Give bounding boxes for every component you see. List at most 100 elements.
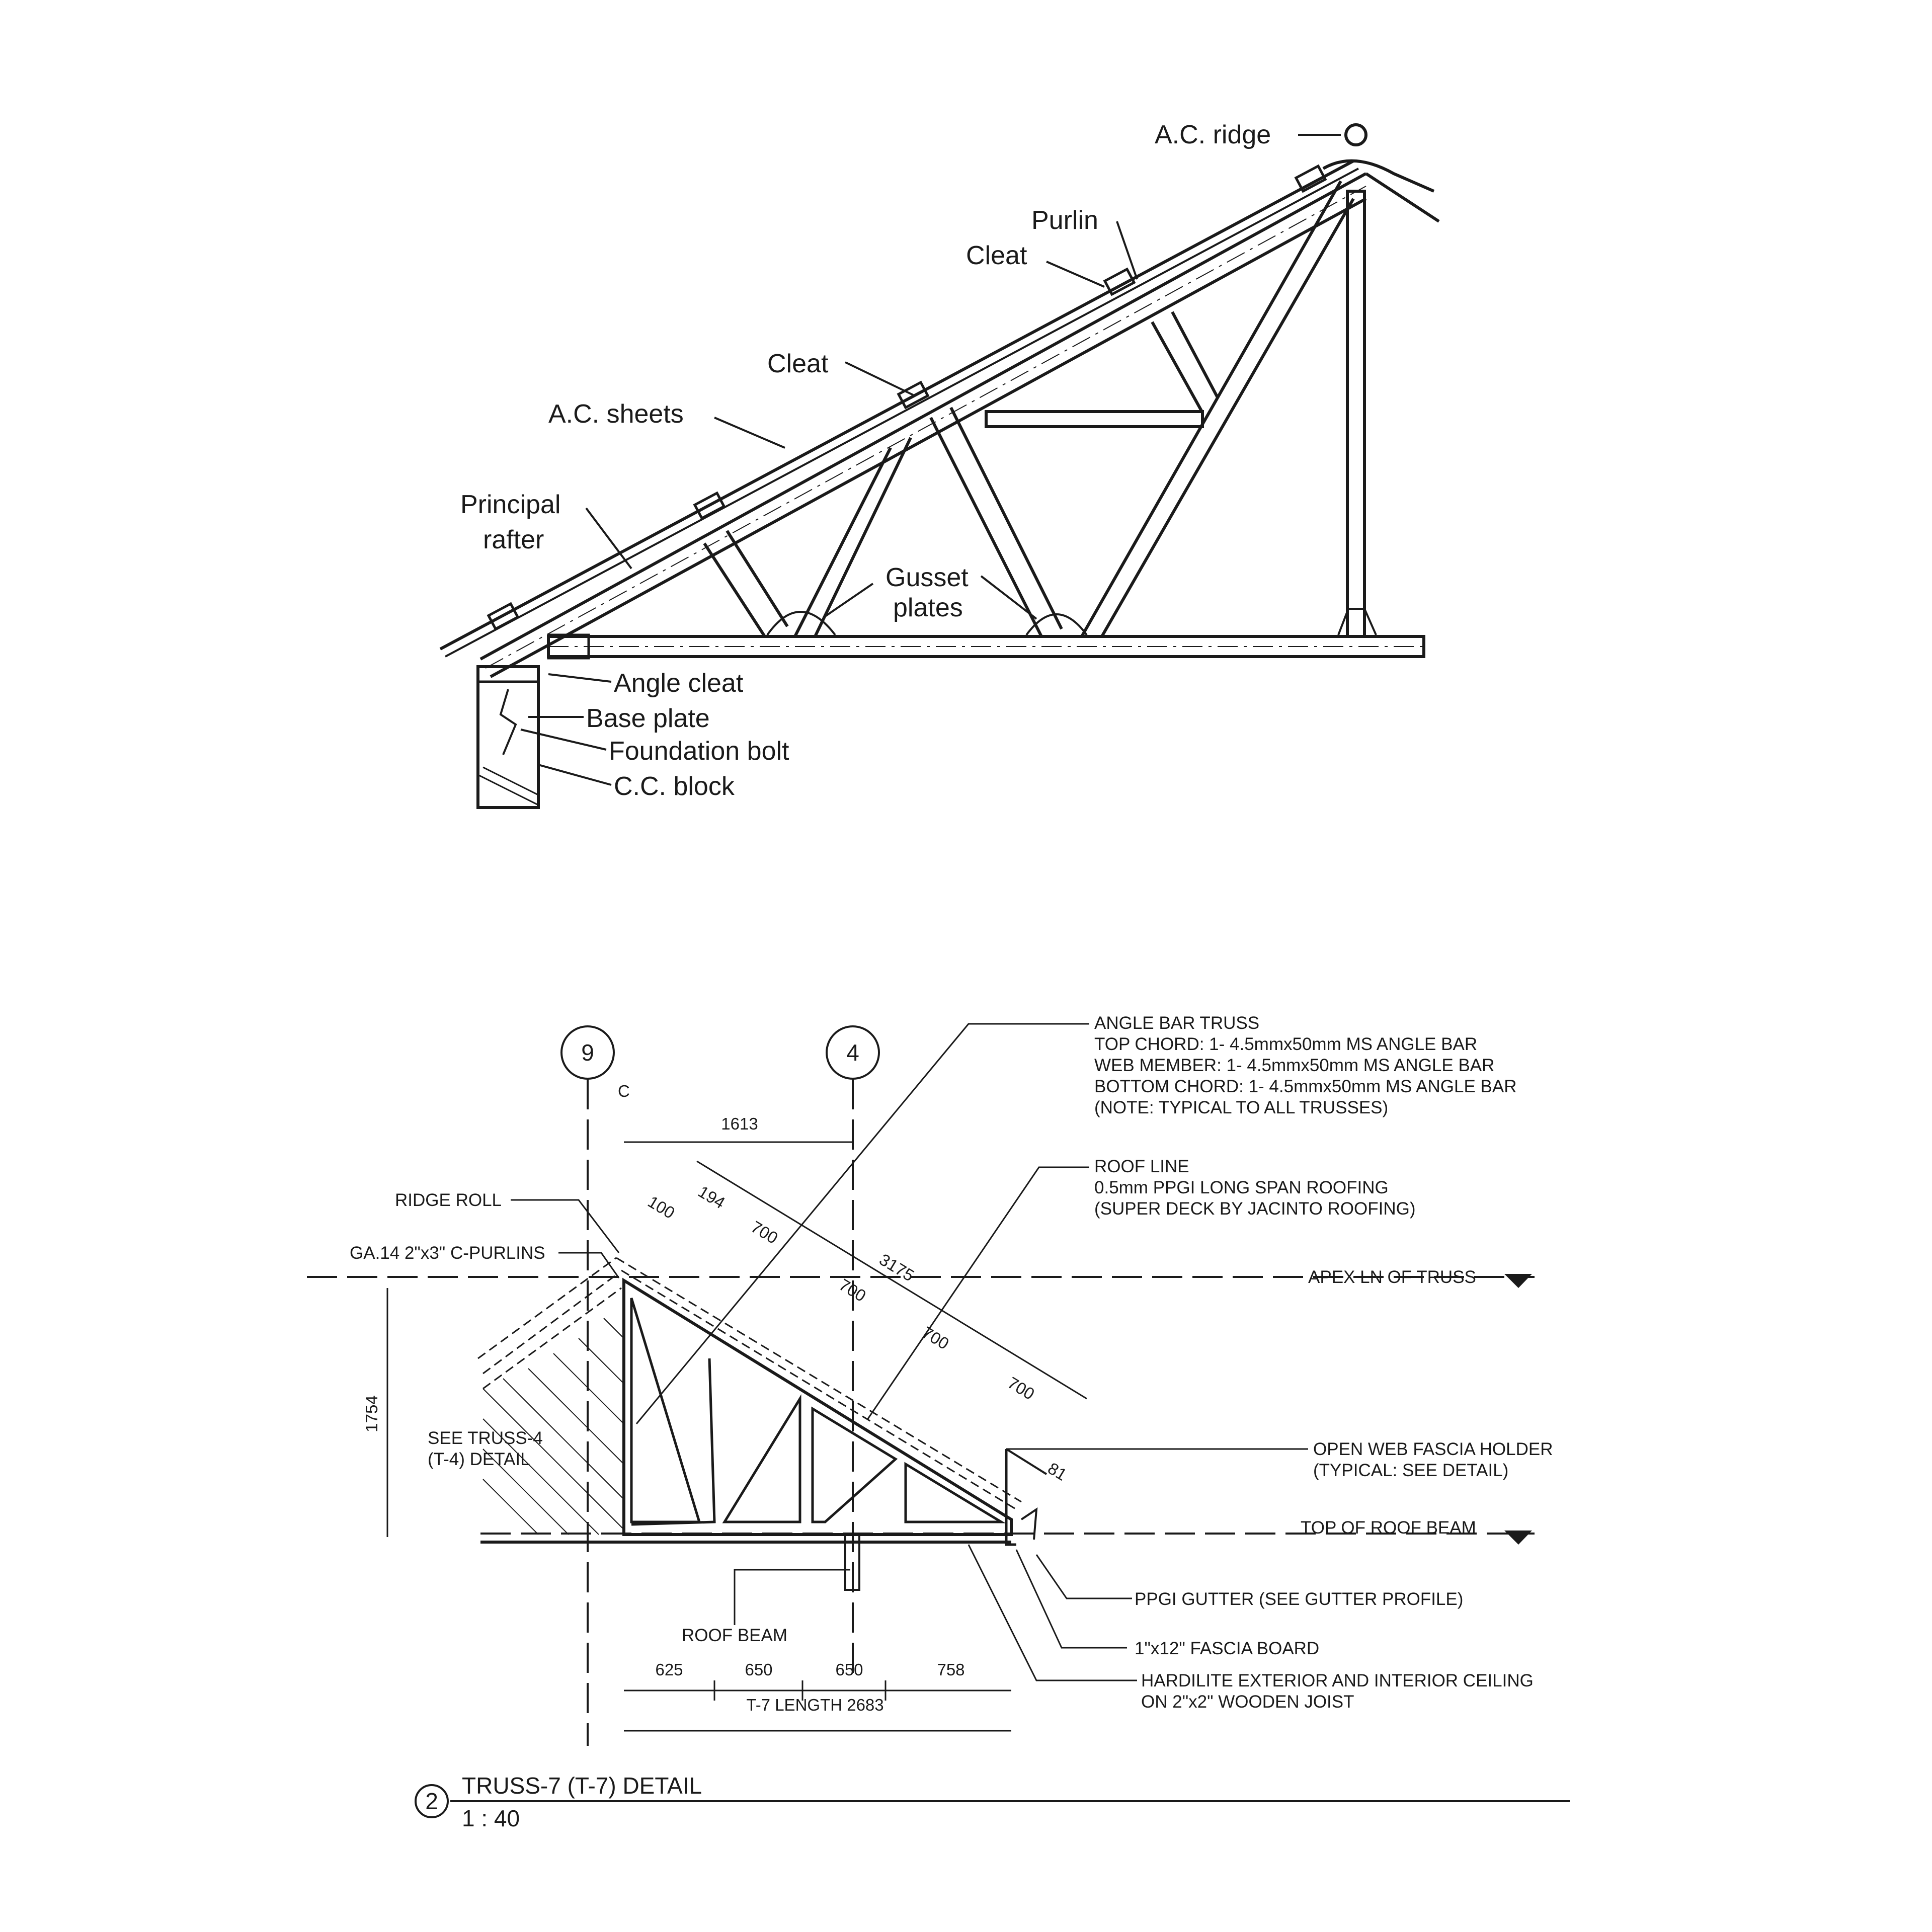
gusset-plate-2	[1025, 613, 1088, 636]
grid-label-4: 4	[846, 1039, 859, 1066]
apex-level-marker	[1504, 1274, 1532, 1288]
ac-sheets-line-2	[445, 168, 1359, 658]
note-ceiling-2: ON 2"x2" WOODEN JOIST	[1141, 1692, 1354, 1712]
note-fascia-holder-2: (TYPICAL: SEE DETAIL)	[1313, 1461, 1508, 1480]
label-principal-rafter-1: Principal	[460, 490, 560, 519]
truss-panel-3	[722, 1394, 801, 1523]
note-angle-bar-truss-1: ANGLE BAR TRUSS	[1094, 1013, 1259, 1033]
adjacent-roof-lines	[477, 1257, 622, 1390]
label-ac-sheets: A.C. sheets	[548, 399, 684, 429]
purlin-5	[1294, 164, 1327, 193]
truss-outline	[622, 1277, 1013, 1536]
tie-beam-end-plate	[547, 633, 590, 660]
title-name: TRUSS-7 (T-7) DETAIL	[462, 1773, 702, 1799]
dim-slope-6: 700	[1004, 1373, 1037, 1403]
roof-sheet-line	[616, 1257, 1022, 1503]
label-ac-ridge: A.C. ridge	[1155, 120, 1271, 149]
king-post	[1346, 190, 1366, 638]
dim-slope-2: 194	[695, 1182, 728, 1212]
note-gutter: PPGI GUTTER (SEE GUTTER PROFILE)	[1135, 1589, 1463, 1609]
note-apex-line: APEX LN OF TRUSS	[1308, 1267, 1476, 1287]
label-angle-cleat: Angle cleat	[614, 669, 744, 698]
truss-panel-1	[630, 1298, 701, 1523]
note-see-truss-2: (T-4) DETAIL	[428, 1450, 530, 1469]
web-member-3	[929, 407, 1063, 637]
dim-slope-total: 3175	[876, 1250, 917, 1285]
note-c-purlins: GA.14 2"x3" C-PURLINS	[350, 1243, 545, 1263]
dim-slope-5: 700	[919, 1323, 952, 1353]
purlin-3	[897, 380, 930, 410]
grid-label-9: 9	[581, 1039, 594, 1066]
note-roof-line-2: 0.5mm PPGI LONG SPAN ROOFING	[1094, 1178, 1389, 1197]
truss-7-detail: 9 4 C	[307, 1013, 1570, 1831]
ac-ridge-cap	[1322, 159, 1435, 193]
gusset-plate-1	[766, 611, 836, 636]
principal-rafter-bottom	[490, 197, 1367, 678]
dimension-lines	[386, 1141, 1087, 1732]
ac-sheets-line	[439, 159, 1354, 651]
dim-slope-3: 700	[748, 1217, 781, 1247]
note-ceiling-1: HARDILITE EXTERIOR AND INTERIOR CEILING	[1141, 1671, 1534, 1691]
strut-horizontal	[985, 410, 1204, 428]
label-cleat-lower: Cleat	[767, 349, 829, 378]
truss-panel-2	[631, 1358, 716, 1526]
grid-marker-4	[826, 1025, 880, 1080]
title-number-circle	[415, 1784, 449, 1818]
label-gusset-plates-1: Gusset	[886, 563, 969, 592]
note-ridge-roll: RIDGE ROLL	[395, 1190, 502, 1210]
roof-sheet-line-2	[621, 1269, 1017, 1510]
dim-bottom-3: 650	[835, 1660, 863, 1679]
foundation-bolt	[499, 689, 517, 755]
note-angle-bar-truss-3: WEB MEMBER: 1- 4.5mmx50mm MS ANGLE BAR	[1094, 1056, 1494, 1075]
rafter-right	[1365, 172, 1440, 223]
label-principal-rafter-2: rafter	[483, 525, 544, 554]
dim-height: 1754	[362, 1395, 381, 1432]
purlin-4	[1103, 267, 1136, 296]
principal-rafter-center	[485, 186, 1366, 669]
note-angle-bar-truss-4: BOTTOM CHORD: 1- 4.5mmx50mm MS ANGLE BAR	[1094, 1077, 1517, 1096]
grid-marker-9	[560, 1025, 615, 1080]
ac-ridge-roll	[1344, 123, 1367, 146]
dim-slope-4: 700	[836, 1275, 869, 1305]
note-fascia-board: 1"x12" FASCIA BOARD	[1135, 1639, 1319, 1658]
note-top-of-roof-beam: TOP OF ROOF BEAM	[1301, 1518, 1476, 1538]
fascia-holder	[1005, 1448, 1048, 1475]
label-purlin: Purlin	[1031, 206, 1098, 235]
label-cleat-upper: Cleat	[966, 241, 1027, 270]
adjacent-truss-hatch	[482, 1318, 624, 1535]
label-base-plate: Base plate	[586, 704, 710, 733]
note-roof-line-3: (SUPER DECK BY JACINTO ROOFING)	[1094, 1199, 1416, 1219]
top-leaders	[520, 134, 1341, 786]
label-foundation-bolt: Foundation bolt	[609, 737, 789, 766]
roof-truss-diagram: A.C. ridge Purlin Cleat Cleat A.C. sheet…	[439, 120, 1440, 809]
fascia-board	[1005, 1449, 1016, 1546]
note-fascia-holder-1: OPEN WEB FASCIA HOLDER	[1313, 1439, 1553, 1459]
title-scale: 1 : 40	[462, 1805, 520, 1831]
title-number: 2	[425, 1788, 438, 1814]
cc-block-hatch	[477, 766, 539, 806]
note-angle-bar-truss-5: (NOTE: TYPICAL TO ALL TRUSSES)	[1094, 1098, 1388, 1117]
web-member-2	[793, 437, 912, 637]
dim-bottom-2: 650	[745, 1660, 772, 1679]
note-see-truss-1: SEE TRUSS-4	[428, 1428, 543, 1448]
bottom-leaders	[511, 1023, 1308, 1681]
purlin-1	[487, 602, 520, 631]
gusset-plate-3	[1337, 608, 1377, 635]
truss-panel-5	[904, 1462, 1006, 1523]
truss-panel-4	[811, 1406, 898, 1523]
dim-total-length: T-7 LENGTH 2683	[746, 1696, 883, 1714]
roof-beam-post	[844, 1534, 860, 1591]
centerline-mark: C	[618, 1082, 630, 1100]
dim-bottom-1: 625	[655, 1660, 683, 1679]
dim-slope-1: 100	[645, 1192, 678, 1222]
dim-top-horizontal: 1613	[721, 1114, 758, 1133]
label-gusset-plates-2: plates	[893, 593, 963, 622]
cc-block	[476, 665, 540, 809]
dim-bottom-4: 758	[937, 1660, 964, 1679]
label-cc-block: C.C. block	[614, 772, 735, 801]
purlin-2	[693, 491, 726, 520]
note-roof-line-1: ROOF LINE	[1094, 1157, 1189, 1176]
principal-rafter-top	[479, 172, 1367, 661]
